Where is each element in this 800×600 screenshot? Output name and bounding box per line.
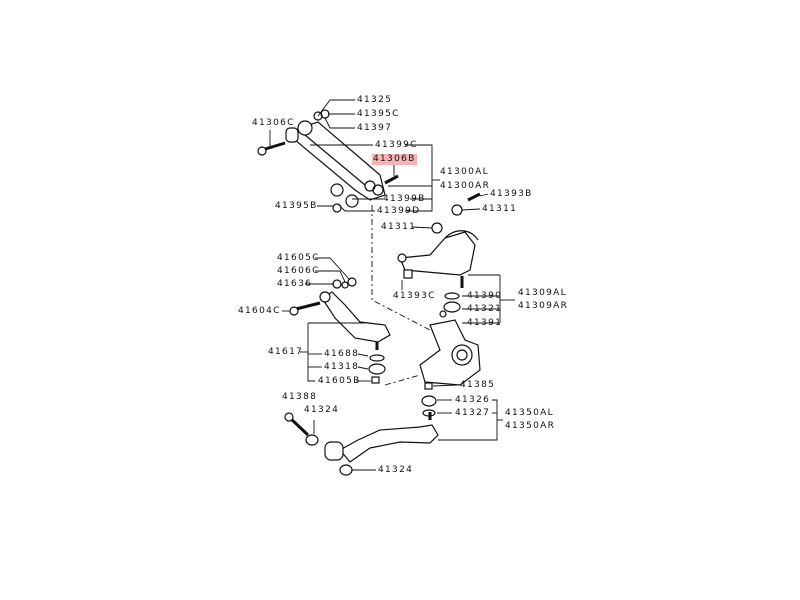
part-label-41309AL[interactable]: 41309AL [518, 288, 567, 298]
part-label-41388[interactable]: 41388 [282, 392, 318, 402]
lower-front-arm [289, 277, 391, 384]
part-label-41306C[interactable]: 41306C [252, 118, 295, 128]
part-label-41327[interactable]: 41327 [455, 408, 491, 418]
leader-lines [269, 99, 515, 471]
part-label-41300AL[interactable]: 41300AL [440, 167, 489, 177]
part-label-41605C[interactable]: 41605C [277, 253, 320, 263]
part-label-41399D[interactable]: 41399D [377, 206, 421, 216]
phantom-lines [371, 205, 431, 386]
upper-control-arm [397, 192, 481, 318]
part-label-41385[interactable]: 41385 [460, 380, 496, 390]
part-label-41395C[interactable]: 41395C [357, 109, 400, 119]
part-label-41636[interactable]: 41636 [277, 279, 313, 289]
part-label-41606C[interactable]: 41606C [277, 266, 320, 276]
part-label-41326[interactable]: 41326 [455, 395, 491, 405]
part-label-41300AR[interactable]: 41300AR [440, 181, 491, 191]
part-label-41321[interactable]: 41321 [467, 304, 503, 314]
part-label-41688[interactable]: 41688 [324, 349, 360, 359]
part-label-41393C[interactable]: 41393C [393, 291, 436, 301]
part-label-41395B[interactable]: 41395B [275, 201, 318, 211]
part-label-41397[interactable]: 41397 [357, 123, 393, 133]
part-label-41325[interactable]: 41325 [357, 95, 393, 105]
part-label-41350AL[interactable]: 41350AL [505, 408, 554, 418]
part-label-41309AR[interactable]: 41309AR [518, 301, 569, 311]
part-label-41311[interactable]: 41311 [381, 222, 417, 232]
part-label-41324[interactable]: 41324 [304, 405, 340, 415]
part-label-41391[interactable]: 41391 [467, 318, 503, 328]
upper-trailing-arm [257, 109, 399, 213]
part-label-41390[interactable]: 41390 [467, 291, 503, 301]
part-label-41605B[interactable]: 41605B [318, 376, 361, 386]
part-label-41350AR[interactable]: 41350AR [505, 421, 556, 431]
part-label-41399B[interactable]: 41399B [383, 194, 426, 204]
part-label-41318[interactable]: 41318 [324, 362, 360, 372]
knuckle [419, 319, 481, 386]
part-label-41399C[interactable]: 41399C [375, 140, 418, 150]
part-label-41324[interactable]: 41324 [378, 465, 414, 475]
part-label-41604C[interactable]: 41604C [238, 306, 281, 316]
part-label-41311[interactable]: 41311 [482, 204, 518, 214]
part-label-41393B[interactable]: 41393B [490, 189, 533, 199]
part-label-41617[interactable]: 41617 [268, 347, 304, 357]
part-label-41306B-highlighted[interactable]: 41306B [372, 154, 417, 165]
